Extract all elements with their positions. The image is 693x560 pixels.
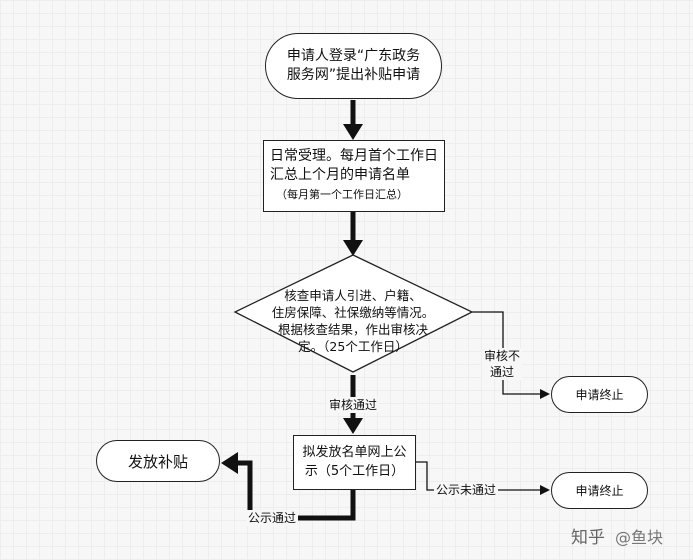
arrowhead-review-fail	[540, 389, 550, 399]
decision-line-2: 住房保障、社保缴纳等情况。	[271, 305, 435, 320]
arrowhead-publicity-fail	[540, 485, 550, 495]
decision-text: 核查申请人引进、户籍、 住房保障、社保缴纳等情况。 根据核查结果，作出审核决 定…	[262, 287, 444, 355]
arrowhead-decision-to-process2	[343, 418, 363, 434]
end-node-grant-subsidy-text: 发放补贴	[127, 452, 188, 471]
decision-line-4: 定。（25个工作日）	[298, 339, 408, 354]
label-publicity-fail: 公示未通过	[434, 482, 499, 498]
arrowhead-process1-to-decision	[343, 240, 363, 256]
label-review-fail-line-2: 通过	[490, 365, 515, 379]
start-node: 申请人登录“广东政务服务网”提出补贴申请	[265, 33, 442, 99]
arrowhead-publicity-pass	[221, 452, 238, 474]
label-review-pass: 审核通过	[327, 397, 380, 413]
start-node-text: 申请人登录“广东政务服务网”提出补贴申请	[286, 48, 421, 83]
label-review-fail: 审核不 通过	[482, 348, 523, 380]
decision-line-1: 核查申请人引进、户籍、	[284, 288, 422, 303]
process1-line-1: 日常受理。每月首个工作日	[270, 148, 438, 164]
decision-diamond	[233, 254, 474, 373]
label-publicity-pass: 公示通过	[246, 510, 299, 526]
end-node-review-fail: 申请终止	[551, 376, 648, 413]
process2-line-2: 示（5个工作日）	[304, 464, 405, 479]
end-node-publicity-fail: 申请终止	[551, 472, 648, 509]
arrowhead-start-to-process1	[343, 124, 363, 140]
process1-line-3: （每月第一个工作日汇总）	[276, 188, 408, 201]
process-daily-acceptance: 日常受理。每月首个工作日 汇总上个月的申请名单 （每月第一个工作日汇总）	[263, 140, 445, 212]
process1-line-2: 汇总上个月的申请名单	[270, 167, 410, 183]
watermark-brand: 知乎	[570, 528, 605, 548]
process-publicity: 拟发放名单网上公 示（5个工作日）	[293, 435, 416, 490]
end-node-publicity-fail-text: 申请终止	[575, 484, 624, 498]
decision-line-3: 根据核查结果，作出审核决	[277, 322, 428, 337]
end-node-review-fail-text: 申请终止	[575, 388, 624, 402]
watermark: 知乎 @鱼块	[570, 523, 663, 549]
watermark-author: @鱼块	[614, 527, 663, 547]
label-review-fail-line-1: 审核不	[484, 349, 521, 363]
process2-line-1: 拟发放名单网上公	[302, 445, 407, 460]
end-node-grant-subsidy: 发放补贴	[96, 440, 220, 482]
